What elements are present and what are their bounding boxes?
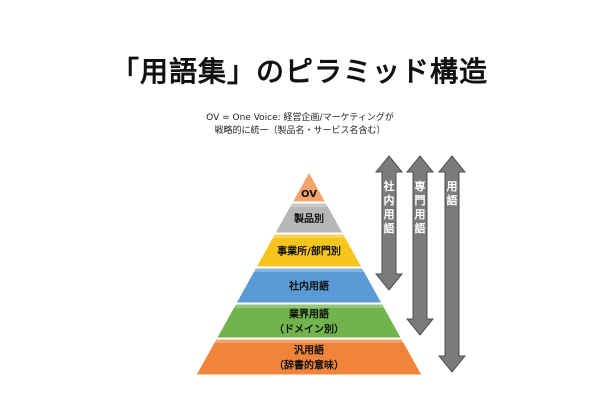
pyramid-tier-1: OV <box>291 170 327 203</box>
scope-arrow-label-char: 社 <box>383 179 395 193</box>
scope-arrow-label-char: 内 <box>384 193 395 207</box>
scope-arrow-label-char: 門 <box>415 194 426 207</box>
pyramid-tier-shape <box>291 170 327 203</box>
pyramid-tier-highlight <box>233 304 385 308</box>
scope-arrow-label-char: 語 <box>447 193 458 207</box>
pyramid-tier-label: 社内用語 <box>288 280 329 293</box>
scope-arrow-label-char: 用 <box>384 208 395 221</box>
pyramid-tier-shape <box>215 303 403 339</box>
pyramid-tier-2: 製品別 <box>274 202 344 234</box>
pyramid-tier-label: 汎用語 <box>294 344 324 357</box>
scope-arrow-label-char: 語 <box>415 221 426 235</box>
caption-line-1: OV = One Voice: 経営企画/マーケティングが <box>206 113 394 123</box>
pyramid-tier-6: 汎用語 （辞書的意味） <box>195 338 423 376</box>
pyramid-tier-4: 社内用語 <box>235 267 383 304</box>
pyramid-tier-highlight <box>253 268 365 272</box>
pyramid-tier-label: （ドメイン別） <box>274 323 344 336</box>
caption-line-2: 戦略的に統一（製品名・サービス名含む） <box>214 126 386 136</box>
double-arrow-shape <box>405 155 435 336</box>
pyramid-tier-label: OV <box>301 189 317 200</box>
scope-arrow-3: 用語 <box>437 155 467 373</box>
double-arrow-shape <box>374 155 404 291</box>
pyramid-tier-highlight <box>272 234 346 238</box>
pyramid-tier-label: 製品別 <box>293 212 324 225</box>
pyramid-tier-shape <box>195 338 423 376</box>
pyramid-tier-shape <box>255 233 363 268</box>
pyramid-tier-3: 事業所/部門別 <box>255 233 363 268</box>
scope-arrow-1: 社内用語 <box>374 155 404 291</box>
pyramid-tier-5: 業界用語 （ドメイン別） <box>215 303 403 339</box>
pyramid-tier-label: 業界用語 <box>288 308 329 321</box>
scope-arrow-label-char: 専 <box>415 179 426 193</box>
pyramid-tier-label: （辞書的意味） <box>274 359 344 372</box>
scope-arrow-label-char: 用 <box>447 180 458 193</box>
pyramid-tier-shape <box>274 202 344 234</box>
pyramid-tier-label: 事業所/部門別 <box>277 245 341 258</box>
caption: OV = One Voice: 経営企画/マーケティングが 戦略的に統一（製品名… <box>170 112 430 138</box>
pyramid-tier-highlight <box>292 172 326 202</box>
double-arrow-shape <box>437 155 467 373</box>
page-title: 「用語集」のピラミッド構造 <box>110 55 488 88</box>
scope-arrow-label-char: 用 <box>415 208 426 221</box>
pyramid-tier-highlight <box>289 203 329 207</box>
scope-arrow-label-char: 語 <box>384 221 395 235</box>
pyramid-tier-shape <box>235 267 383 304</box>
pyramid-tier-highlight <box>214 339 404 343</box>
